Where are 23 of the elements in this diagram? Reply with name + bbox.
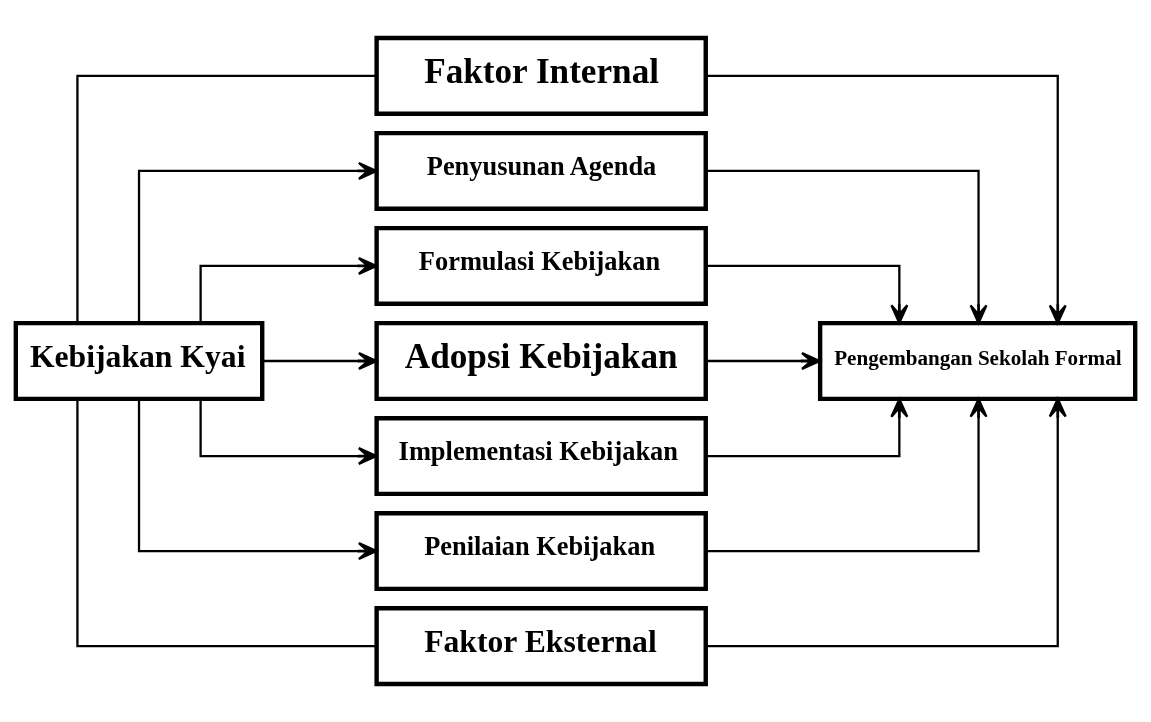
arrow [705, 169, 988, 325]
arrow [137, 399, 378, 561]
arrow [137, 161, 378, 323]
arrow [706, 397, 909, 458]
arrow [706, 351, 821, 371]
node-box: Penyusunan Agenda [374, 130, 708, 211]
node-box: Formulasi Kebijakan [374, 225, 708, 306]
connector [76, 74, 377, 324]
arrow [262, 351, 378, 371]
arrow [705, 397, 988, 553]
node-box: Pengembangan Sekolah Formal [817, 320, 1138, 402]
arrow [199, 399, 378, 466]
node-box: Kebijakan Kyai [13, 320, 265, 402]
connector [76, 398, 377, 648]
arrow [706, 397, 1067, 648]
node-box: Faktor Eksternal [374, 606, 708, 687]
node-box: Faktor Internal [374, 35, 708, 116]
arrow [706, 264, 909, 325]
arrow [199, 256, 378, 323]
node-box: Implementasi Kebijakan [374, 416, 708, 497]
node-box: Penilaian Kebijakan [374, 511, 708, 592]
arrow [706, 74, 1067, 325]
node-box: Adopsi Kebijakan [374, 320, 708, 402]
